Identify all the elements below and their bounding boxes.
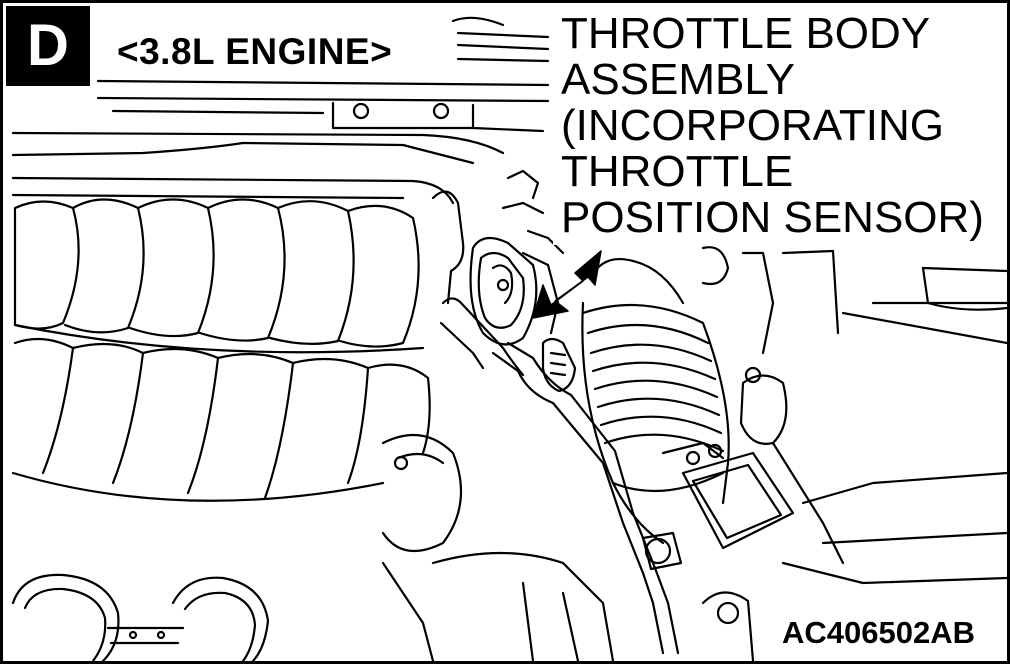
arrow-to-sensor xyxy=(532,250,602,319)
intake-port-gaskets xyxy=(11,573,270,661)
engine-variant-label: <3.8L ENGINE> xyxy=(113,31,397,73)
section-letter-badge: D xyxy=(6,6,90,86)
callout-line-2: ASSEMBLY xyxy=(561,55,795,104)
callout-line-4: THROTTLE xyxy=(561,147,794,196)
cowl-panel-lines xyxy=(11,16,550,165)
callout-line-5: POSITION SENSOR) xyxy=(561,193,984,242)
intake-manifold xyxy=(11,176,455,502)
engine-line-drawing xyxy=(11,16,1007,661)
component-callout: THROTTLE BODY ASSEMBLY (INCORPORATING TH… xyxy=(553,9,1007,245)
callout-line-1: THROTTLE BODY xyxy=(561,9,931,58)
air-intake-hose xyxy=(581,257,730,545)
figure-id-label: AC406502AB xyxy=(778,615,979,651)
throttle-position-sensor xyxy=(541,337,577,393)
right-side-components xyxy=(701,246,1007,585)
throttle-body xyxy=(431,169,565,377)
airflow-sensor-connector xyxy=(661,441,795,550)
lower-left-components xyxy=(381,433,755,661)
hoses-and-pipes xyxy=(491,341,683,655)
callout-line-3: (INCORPORATING xyxy=(561,101,944,150)
